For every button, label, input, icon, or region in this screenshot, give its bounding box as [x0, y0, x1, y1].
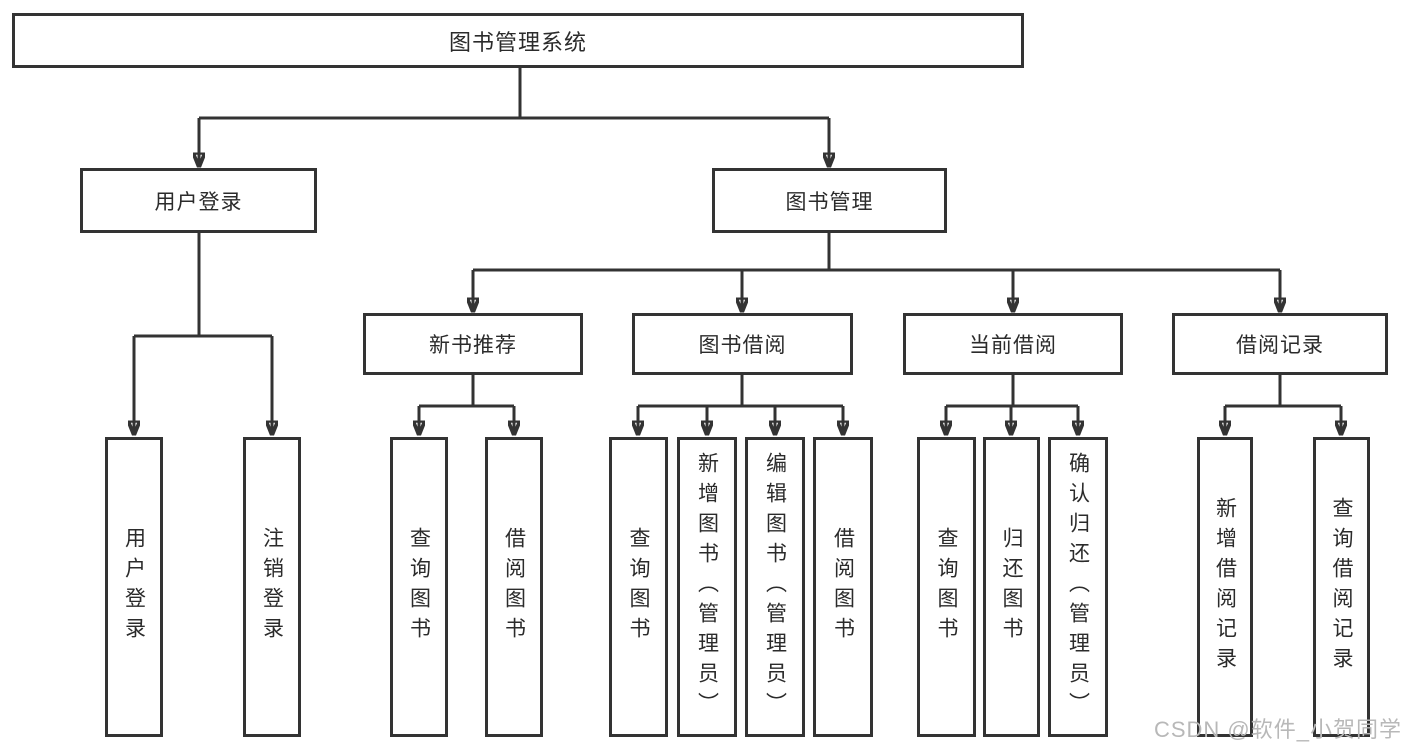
leaf-add-borrow-record-label: 新增借阅记录 — [1213, 497, 1237, 677]
leaf-edit-books-admin: 编辑图书（管理员） — [745, 437, 805, 737]
leaf-confirm-return-admin-label: 确认归还（管理员） — [1066, 452, 1090, 722]
leaf-add-books-admin: 新增图书（管理员） — [677, 437, 737, 737]
node-book-borrow-label: 图书借阅 — [698, 334, 787, 357]
leaf-user-login-label: 用户登录 — [122, 527, 146, 647]
node-borrow-records: 借阅记录 — [1172, 313, 1388, 375]
edges-borrow-records — [1225, 375, 1341, 434]
node-user-login-label: 用户登录 — [154, 190, 243, 214]
leaf-return-books-label: 归还图书 — [1000, 527, 1023, 647]
leaf-borrow-books-new: 借阅图书 — [485, 437, 543, 737]
leaf-query-borrow-record: 查询借阅记录 — [1313, 437, 1370, 737]
leaf-query-books-new: 查询图书 — [390, 437, 448, 737]
node-library-system: 图书管理系统 — [12, 13, 1024, 68]
leaf-add-books-admin-label: 新增图书（管理员） — [695, 452, 719, 722]
edges-current-borrow — [946, 375, 1078, 434]
node-new-books-label: 新书推荐 — [429, 334, 517, 357]
leaf-edit-books-admin-label: 编辑图书（管理员） — [763, 452, 787, 722]
leaf-logout-label: 注销登录 — [260, 527, 284, 647]
edges-book-borrow — [638, 375, 843, 434]
node-library-system-label: 图书管理系统 — [448, 29, 587, 55]
node-new-books: 新书推荐 — [363, 313, 583, 375]
leaf-query-books-current-label: 查询图书 — [935, 527, 958, 647]
leaf-query-books-borrow: 查询图书 — [609, 437, 668, 737]
leaf-borrow-books-new-label: 借阅图书 — [502, 527, 526, 647]
edges-book-mgmt — [473, 233, 1280, 311]
leaf-query-books-new-label: 查询图书 — [407, 527, 431, 647]
edges-new-books — [419, 375, 514, 434]
node-book-borrow: 图书借阅 — [632, 313, 853, 375]
node-current-borrow-label: 当前借阅 — [969, 334, 1057, 357]
csdn-watermark: CSDN @软件_小贺同学 — [1153, 717, 1402, 742]
leaf-borrow-books-borrow-label: 借阅图书 — [831, 527, 855, 647]
node-book-mgmt: 图书管理 — [712, 168, 947, 233]
leaf-add-borrow-record: 新增借阅记录 — [1197, 437, 1253, 737]
leaf-query-books-borrow-label: 查询图书 — [627, 527, 650, 647]
leaf-query-borrow-record-label: 查询借阅记录 — [1330, 497, 1353, 677]
node-user-login: 用户登录 — [80, 168, 317, 233]
node-book-mgmt-label: 图书管理 — [785, 190, 874, 214]
node-borrow-records-label: 借阅记录 — [1236, 334, 1324, 357]
leaf-query-books-current: 查询图书 — [917, 437, 976, 737]
leaf-logout: 注销登录 — [243, 437, 301, 737]
leaf-borrow-books-borrow: 借阅图书 — [813, 437, 873, 737]
leaf-user-login: 用户登录 — [105, 437, 163, 737]
leaf-confirm-return-admin: 确认归还（管理员） — [1048, 437, 1108, 737]
edges-user-login — [134, 233, 272, 434]
edges-root — [199, 68, 829, 166]
node-current-borrow: 当前借阅 — [903, 313, 1123, 375]
leaf-return-books: 归还图书 — [983, 437, 1040, 737]
